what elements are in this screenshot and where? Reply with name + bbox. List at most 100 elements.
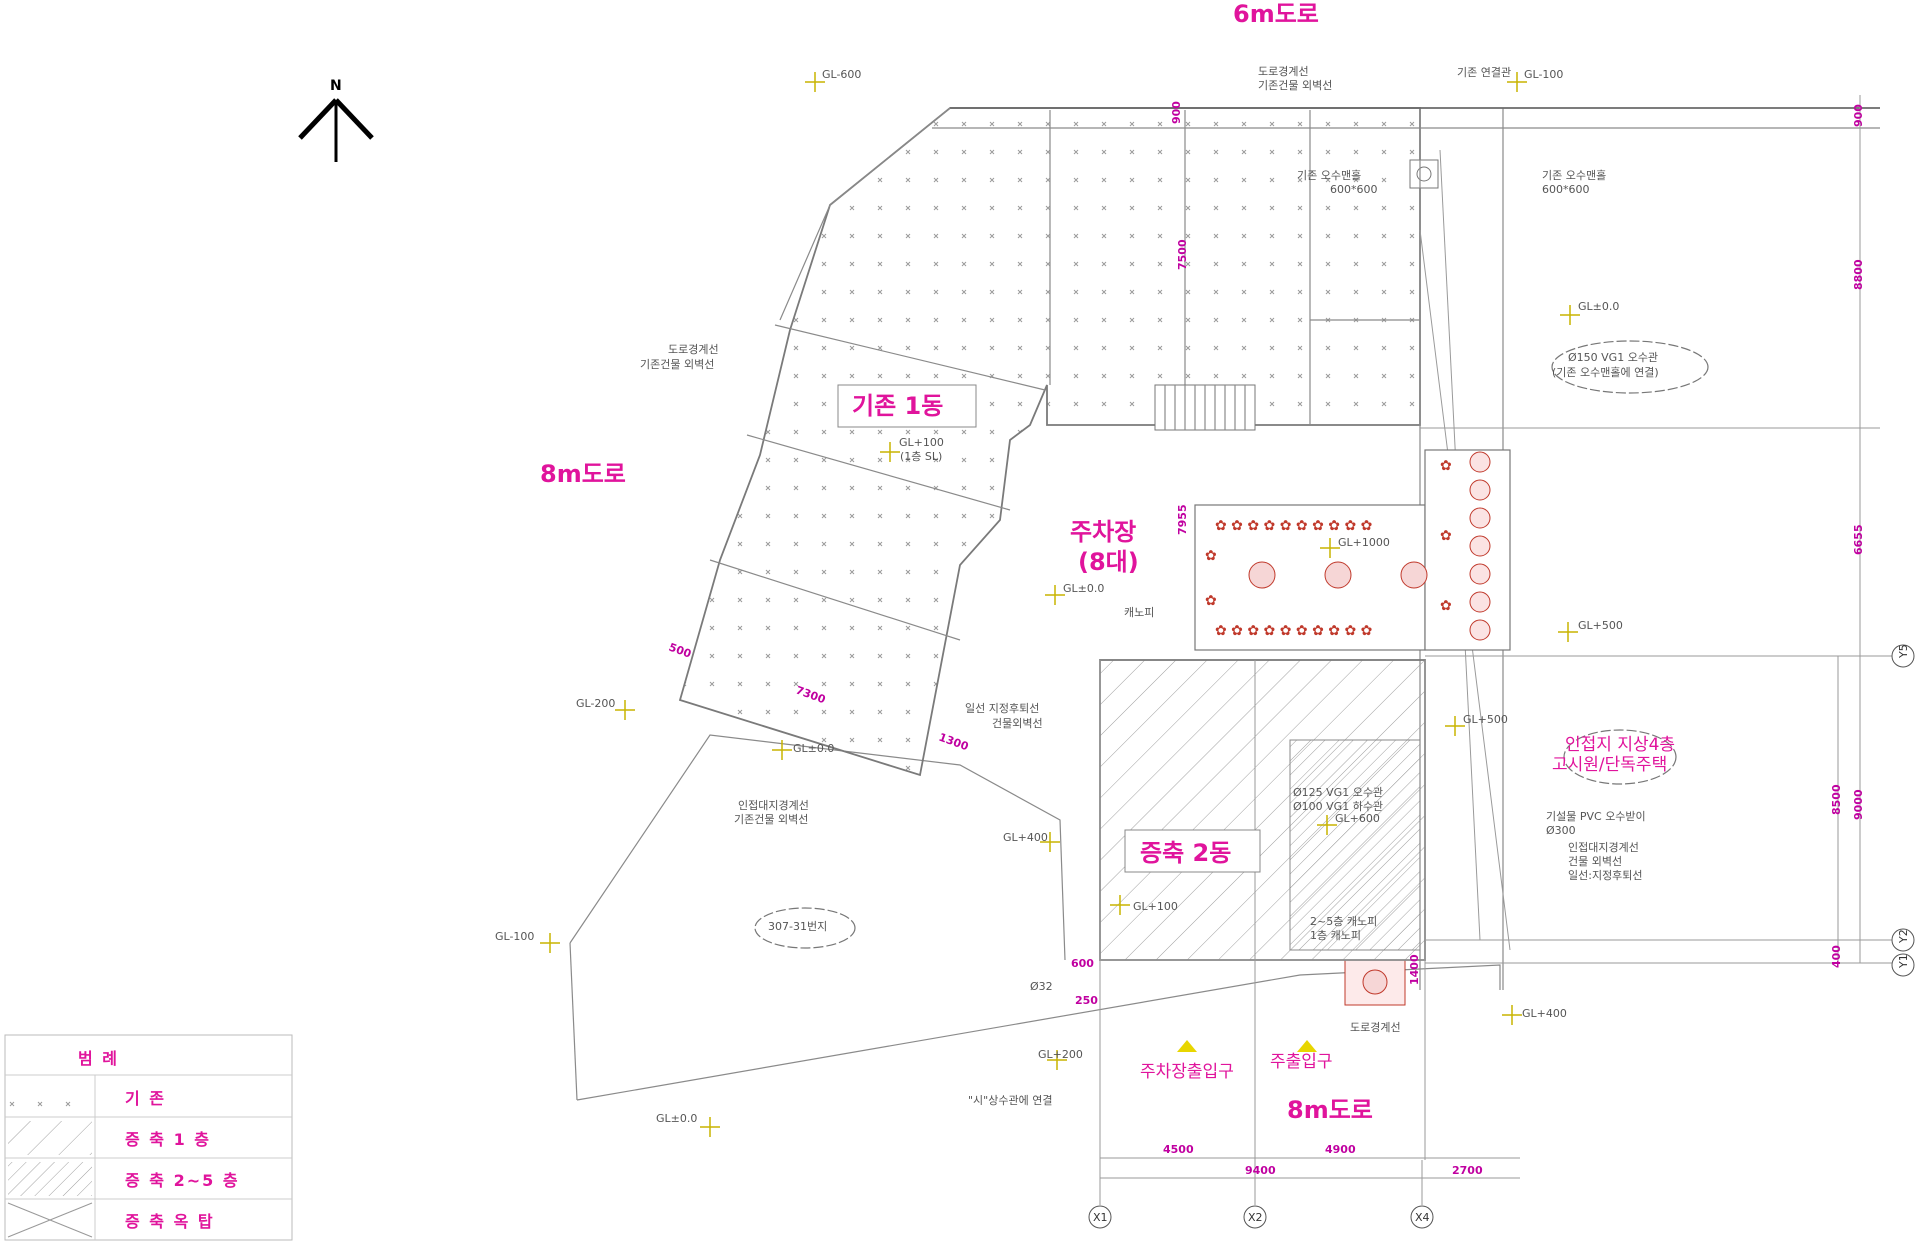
dim-b-4900: 4900	[1325, 1143, 1356, 1156]
gl-left-1: GL-200	[576, 697, 615, 710]
svg-text:✿: ✿	[1440, 458, 1452, 474]
gl-garden: GL+1000	[1338, 536, 1390, 549]
road-south-label: 8m도로	[1287, 1096, 1373, 1124]
note-right-boundary-3: 일선:지정후퇴선	[1568, 868, 1643, 882]
dim-r-8800: 8800	[1852, 259, 1865, 290]
gl-mid-2: GL+400	[1003, 831, 1048, 844]
gl-south-1: GL+200	[1038, 1048, 1083, 1061]
existing-inner-line-3	[709, 559, 961, 641]
main-entrance-label: 주출입구	[1270, 1052, 1333, 1072]
gl-marker	[1047, 1050, 1067, 1070]
note-setback-2: 건물외벽선	[992, 717, 1043, 730]
lot-number-label: 307-31번지	[768, 920, 827, 933]
parking-count-label: (8대)	[1078, 548, 1139, 576]
axis-markers	[1088, 644, 1915, 1229]
existing-inner-line-1	[774, 324, 1046, 391]
west-road-boundary	[779, 107, 951, 321]
note-manhole-out-1: 기존 오수맨홀	[1542, 169, 1606, 182]
note-adjacent-boundary-1: 인접대지경계선	[738, 799, 809, 812]
dim-d-1300: 1300	[937, 731, 971, 754]
axis-y5: Y5	[1897, 644, 1910, 659]
existing-inner-line-2	[746, 434, 1011, 511]
dim-s-600: 600	[1071, 957, 1094, 970]
gl-marker	[540, 933, 560, 953]
gl-marker	[700, 1117, 720, 1137]
axis-y1: Y1	[1897, 954, 1910, 969]
extension-label-box	[1124, 829, 1261, 873]
dim-b-2700: 2700	[1452, 1164, 1483, 1177]
dim-v-7955: 7955	[1176, 504, 1189, 535]
gl-top-left: GL-600	[822, 68, 861, 81]
garden-planting: ✿ ✿ ✿ ✿ ✿ ✿ ✿ ✿ ✿ ✿ ✿ ✿ ✿ ✿ ✿ ✿ ✿ ✿ ✿ ✿ …	[1194, 449, 1511, 1006]
stairs	[1154, 384, 1256, 431]
note-setback-1: 일선 지정후퇴선	[965, 701, 1039, 715]
note-pvc-1: 기설물 PVC 오수받이	[1546, 810, 1646, 823]
compass-label: N	[330, 78, 342, 94]
svg-text:✿: ✿	[1205, 548, 1217, 564]
svg-text:✿ ✿ ✿ ✿ ✿ ✿ ✿ ✿ ✿ ✿: ✿ ✿ ✿ ✿ ✿ ✿ ✿ ✿ ✿ ✿	[1215, 518, 1372, 534]
dim-r-9000: 9000	[1852, 789, 1865, 820]
legend-swatch-existing	[8, 1080, 92, 1114]
dim-b-9400: 9400	[1245, 1164, 1276, 1177]
note-canopy-upper: 2~5층 캐노피	[1310, 915, 1377, 928]
gl-marker	[1320, 538, 1340, 558]
gl-marker	[1045, 585, 1065, 605]
gl-right-2: GL+500	[1578, 619, 1623, 632]
legend-item-label: 증 축 옥 탑	[125, 1212, 215, 1231]
gl-left-2: GL-100	[495, 930, 534, 943]
note-pipe-cloud-1: Ø150 VG1 오수관	[1568, 351, 1658, 364]
note-road-boundary-w1: 도로경계선	[668, 343, 719, 356]
note-existing-sl-1: GL+100	[899, 436, 944, 449]
dim-r-6655: 6655	[1852, 524, 1865, 555]
entrance-arrow-icon	[1177, 1040, 1317, 1052]
note-neighbor-2: 고시원/단독주택	[1552, 755, 1667, 775]
manhole-icon	[1409, 159, 1439, 189]
dim-v-7500: 7500	[1176, 239, 1189, 270]
note-pvc-2: Ø300	[1546, 824, 1576, 837]
legend-swatch-roof	[7, 1202, 93, 1238]
parking-entrance-label: 주차장출입구	[1140, 1062, 1234, 1082]
gl-bottom-left: GL±0.0	[656, 1112, 697, 1125]
level-markers	[540, 72, 1580, 1137]
note-canopy: 캐노피	[1124, 606, 1154, 619]
svg-text:✿: ✿	[1440, 528, 1452, 544]
note-manhole-out-2: 600*600	[1542, 183, 1590, 196]
note-right-boundary-1: 인접대지경계선	[1568, 841, 1639, 854]
dim-top-900: 900	[1170, 101, 1183, 124]
dim-s-1400: 1400	[1408, 954, 1421, 985]
note-manhole-in-2: 600*600	[1330, 183, 1378, 196]
dim-b-4500: 4500	[1163, 1143, 1194, 1156]
legend-box	[4, 1034, 293, 1241]
legend-item-label: 증 축 2~5 층	[125, 1171, 240, 1190]
north-arrow-icon	[298, 98, 374, 162]
cloud-outlines	[754, 340, 1709, 949]
svg-text:✿: ✿	[1440, 598, 1452, 614]
note-manhole-in-1: 기존 오수맨홀	[1297, 169, 1361, 182]
road-west-label: 8m도로	[540, 460, 626, 488]
gl-marker	[772, 740, 792, 760]
gl-right-4: GL+400	[1522, 1007, 1567, 1020]
legend-item-label: 기 존	[125, 1089, 166, 1108]
gl-marker	[805, 72, 825, 92]
note-adjacent-boundary-2: 기존건물 외벽선	[734, 813, 808, 826]
existing-label-box	[837, 384, 977, 428]
gl-marker	[1558, 622, 1578, 642]
note-existing-pipe: 기존 연결관	[1457, 66, 1511, 79]
note-water-link: "시"상수관에 연결	[968, 1094, 1052, 1107]
gl-marker	[1507, 72, 1527, 92]
dim-d-500: 500	[667, 641, 693, 661]
axis-x1: X1	[1093, 1211, 1108, 1224]
note-road-boundary-n2: 기존건물 외벽선	[1258, 79, 1332, 92]
dim-s-250: 250	[1075, 994, 1098, 1007]
gl-right-3: GL+500	[1463, 713, 1508, 726]
gl-bldg-1: GL+100	[1133, 900, 1178, 913]
axis-y2: Y2	[1897, 929, 1910, 944]
gl-mid-3: GL+600	[1335, 812, 1380, 825]
dim-r-900: 900	[1852, 104, 1865, 127]
legend-swatch-floor1	[8, 1121, 92, 1155]
parking-label: 주차장	[1070, 518, 1136, 546]
note-pipe-mid-2: Ø100 VG1 하수관	[1293, 799, 1383, 813]
gl-marker	[1502, 1005, 1522, 1025]
axis-x4: X4	[1415, 1211, 1430, 1224]
